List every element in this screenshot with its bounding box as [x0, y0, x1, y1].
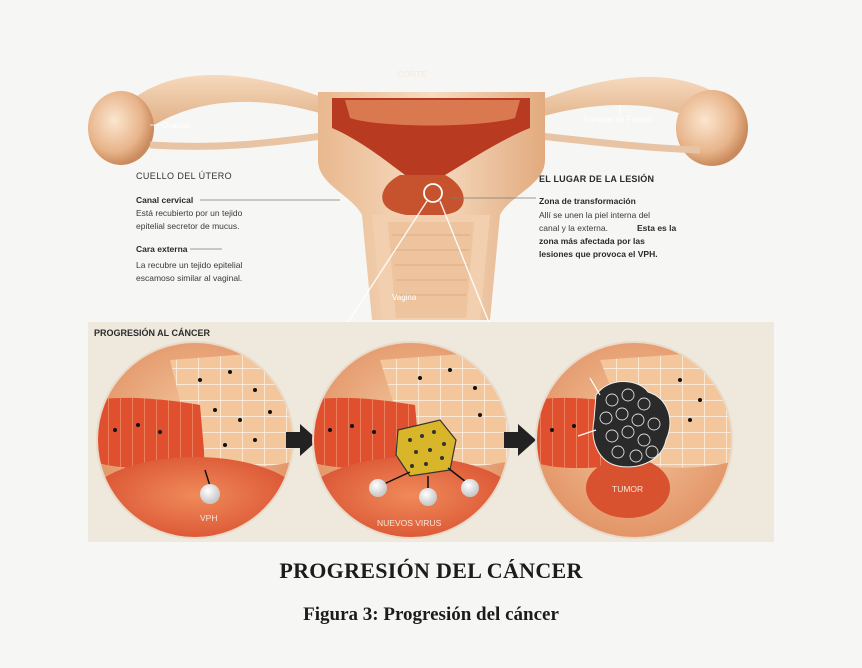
cara-title: Cara externa [136, 244, 188, 254]
caption-main: PROGRESIÓN DEL CÁNCER [0, 558, 862, 584]
stage-3-label: TUMOR [612, 484, 643, 494]
infected-cell-cluster [396, 420, 456, 476]
new-virus-icon-1 [369, 479, 387, 497]
vagina-label: Vagina [392, 293, 417, 302]
cara-line-2: escamoso similar al vaginal. [136, 273, 242, 283]
zona-bold-line-2: lesiones que provoca el VPH. [539, 249, 658, 259]
new-virus-icon-3 [461, 479, 479, 497]
figure-caption: Figura 3: Progresión del cáncer [0, 604, 862, 626]
cervix [382, 175, 463, 217]
corte-label: CORTE [397, 69, 427, 79]
stage-2-label: NUEVOS VIRUS [377, 518, 442, 528]
hpv-virus-icon [200, 484, 220, 504]
trompas-label: Trompas de Falopio [582, 115, 653, 124]
canal-title: Canal cervical [136, 195, 193, 205]
cuello-title: CUELLO DEL ÚTERO [136, 171, 232, 181]
progression-title: PROGRESIÓN AL CÁNCER [94, 327, 211, 338]
zona-line-1: Allí se unen la piel interna del [539, 210, 650, 220]
zona-bold-line-1: zona más afectada por las [539, 236, 645, 246]
zona-line-2: canal y la externa. [539, 223, 608, 233]
lesion-title: EL LUGAR DE LA LESIÓN [539, 173, 654, 184]
canal-line-1: Está recubierto por un tejido [136, 208, 243, 218]
zona-bold-inline: Esta es la [637, 223, 676, 233]
right-ovary [676, 90, 748, 166]
zona-title: Zona de transformación [539, 196, 636, 206]
new-virus-icon-2 [419, 488, 437, 506]
cuello-text-block: CUELLO DEL ÚTERO Canal cervical Está rec… [136, 171, 340, 283]
left-ovary [88, 91, 154, 165]
cara-line-1: La recubre un tejido epitelial [136, 260, 242, 270]
ovarios-label: Ovarios [162, 121, 190, 130]
progression-panel: PROGRESIÓN AL CÁNCER VPH [85, 322, 774, 553]
stage-1-label: VPH [200, 513, 217, 523]
canal-line-2: epitelial secretor de mucus. [136, 221, 239, 231]
